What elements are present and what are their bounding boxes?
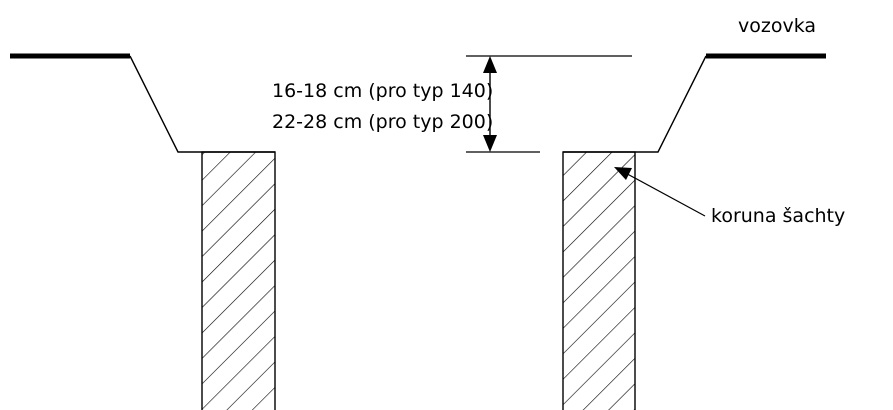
right-shaft-wall — [562, 151, 636, 410]
crown-leader-line — [619, 169, 706, 217]
depth-label-type-140: 16-18 cm (pro typ 140) — [272, 80, 494, 102]
road-label: vozovka — [738, 15, 817, 37]
depth-label-type-200: 22-28 cm (pro typ 200) — [272, 111, 494, 133]
shaft-crown-label: koruna šachty — [711, 205, 846, 227]
dimension-arrow-head-up — [483, 56, 497, 73]
left-shaft-wall — [201, 151, 276, 410]
right-pit-edge — [563, 55, 707, 153]
crown-leader-arrow-head — [614, 167, 632, 180]
dimension-arrow-head-down — [483, 135, 497, 152]
left-pit-edge — [129, 55, 275, 153]
